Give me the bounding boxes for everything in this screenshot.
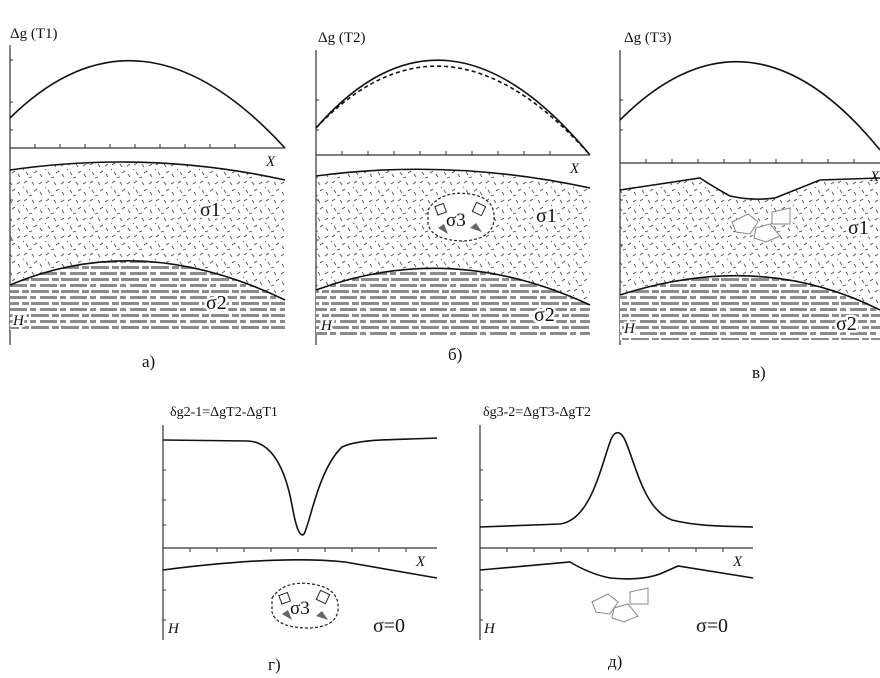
panel-b: Δg (T2) X bbox=[315, 30, 591, 364]
panel-e-caption: д) bbox=[608, 652, 622, 671]
panel-e-x-ticks bbox=[506, 548, 724, 552]
panel-a-sigma2: σ2 bbox=[206, 292, 227, 314]
panel-d: δg2-1=ΔgT2-ΔgT1 X bbox=[162, 405, 438, 674]
panel-e-surface-line bbox=[479, 561, 754, 580]
panel-e-depth-label: H bbox=[483, 621, 496, 637]
panel-b-clay-layer bbox=[316, 268, 590, 335]
panel-a-sand-layer bbox=[10, 162, 285, 300]
panel-c-void-outline bbox=[731, 207, 791, 243]
panel-c: Δg (T3) X σ1 bbox=[619, 30, 880, 382]
panel-e-ylabel: δg3-2=ΔgT3-ΔgT2 bbox=[483, 405, 591, 420]
panel-c-anomaly-curve bbox=[619, 61, 880, 151]
panel-b-dashed-reference-curve bbox=[315, 65, 591, 156]
panel-a-anomaly-curve bbox=[9, 60, 286, 149]
panel-b-sigma2: σ2 bbox=[534, 304, 555, 326]
panel-a-clay-layer bbox=[10, 260, 285, 330]
panel-a-ylabel: Δg (T1) bbox=[10, 26, 58, 42]
panel-e-xlabel: X bbox=[732, 554, 743, 570]
panel-d-sigma3: σ3 bbox=[290, 598, 310, 619]
panel-a-x-ticks bbox=[34, 144, 236, 148]
panel-e-void-outline bbox=[591, 587, 649, 623]
panel-c-depth-label: H bbox=[623, 321, 636, 337]
panel-c-sigma1: σ1 bbox=[848, 217, 869, 239]
panel-d-caption: г) bbox=[268, 655, 281, 674]
panel-b-caption: б) bbox=[448, 345, 462, 364]
panel-b-x-ticks bbox=[341, 151, 551, 155]
panel-e: δg3-2=ΔgT3-ΔgT2 X σ=0 H bbox=[479, 405, 754, 671]
panel-b-contact-line bbox=[315, 267, 591, 306]
panel-c-sand-layer bbox=[620, 178, 880, 310]
panel-d-xlabel: X bbox=[415, 554, 426, 570]
panel-e-difference-curve bbox=[479, 431, 754, 528]
panel-b-ylabel: Δg (T2) bbox=[318, 30, 366, 46]
panel-b-depth-label: H bbox=[320, 318, 333, 334]
panel-d-inclusion-body bbox=[271, 582, 339, 629]
panel-c-ylabel: Δg (T3) bbox=[624, 30, 672, 46]
panel-c-caption: в) bbox=[752, 363, 766, 382]
panel-a-surface-line bbox=[9, 161, 286, 181]
panel-b-sigma1: σ1 bbox=[536, 205, 557, 227]
panel-d-depth-label: H bbox=[167, 621, 180, 637]
panel-b-sigma3: σ3 bbox=[446, 210, 466, 231]
panel-d-sigma-zero: σ=0 bbox=[373, 615, 405, 637]
panel-a-xlabel: X bbox=[265, 154, 276, 170]
panel-c-x-ticks bbox=[645, 159, 855, 163]
panel-c-surface-line bbox=[619, 177, 880, 200]
panel-a-caption: а) bbox=[142, 352, 155, 371]
panel-b-inclusion-body bbox=[427, 192, 495, 242]
panel-b-anomaly-curve bbox=[315, 59, 591, 156]
panel-d-x-ticks bbox=[189, 548, 407, 552]
panel-b-surface-line bbox=[315, 168, 591, 189]
panel-d-difference-curve bbox=[162, 437, 438, 536]
panel-e-y-ticks bbox=[480, 469, 483, 621]
panel-d-y-ticks bbox=[163, 469, 166, 621]
panel-a: Δg (T1) X σ1 σ2 H а) bbox=[9, 26, 286, 371]
panel-e-sigma-zero: σ=0 bbox=[696, 615, 728, 637]
panel-a-depth-label: H bbox=[12, 313, 25, 329]
panel-a-contact-line bbox=[9, 260, 286, 301]
panel-c-contact-line bbox=[619, 274, 880, 311]
panel-a-sigma1: σ1 bbox=[200, 199, 221, 221]
panel-b-xlabel: X bbox=[569, 161, 580, 177]
panel-c-sigma2: σ2 bbox=[836, 313, 857, 335]
panel-c-clay-layer bbox=[620, 275, 880, 340]
panel-d-surface-line bbox=[162, 558, 438, 579]
panel-c-xlabel: X bbox=[869, 169, 880, 185]
panel-d-ylabel: δg2-1=ΔgT2-ΔgT1 bbox=[170, 405, 278, 420]
